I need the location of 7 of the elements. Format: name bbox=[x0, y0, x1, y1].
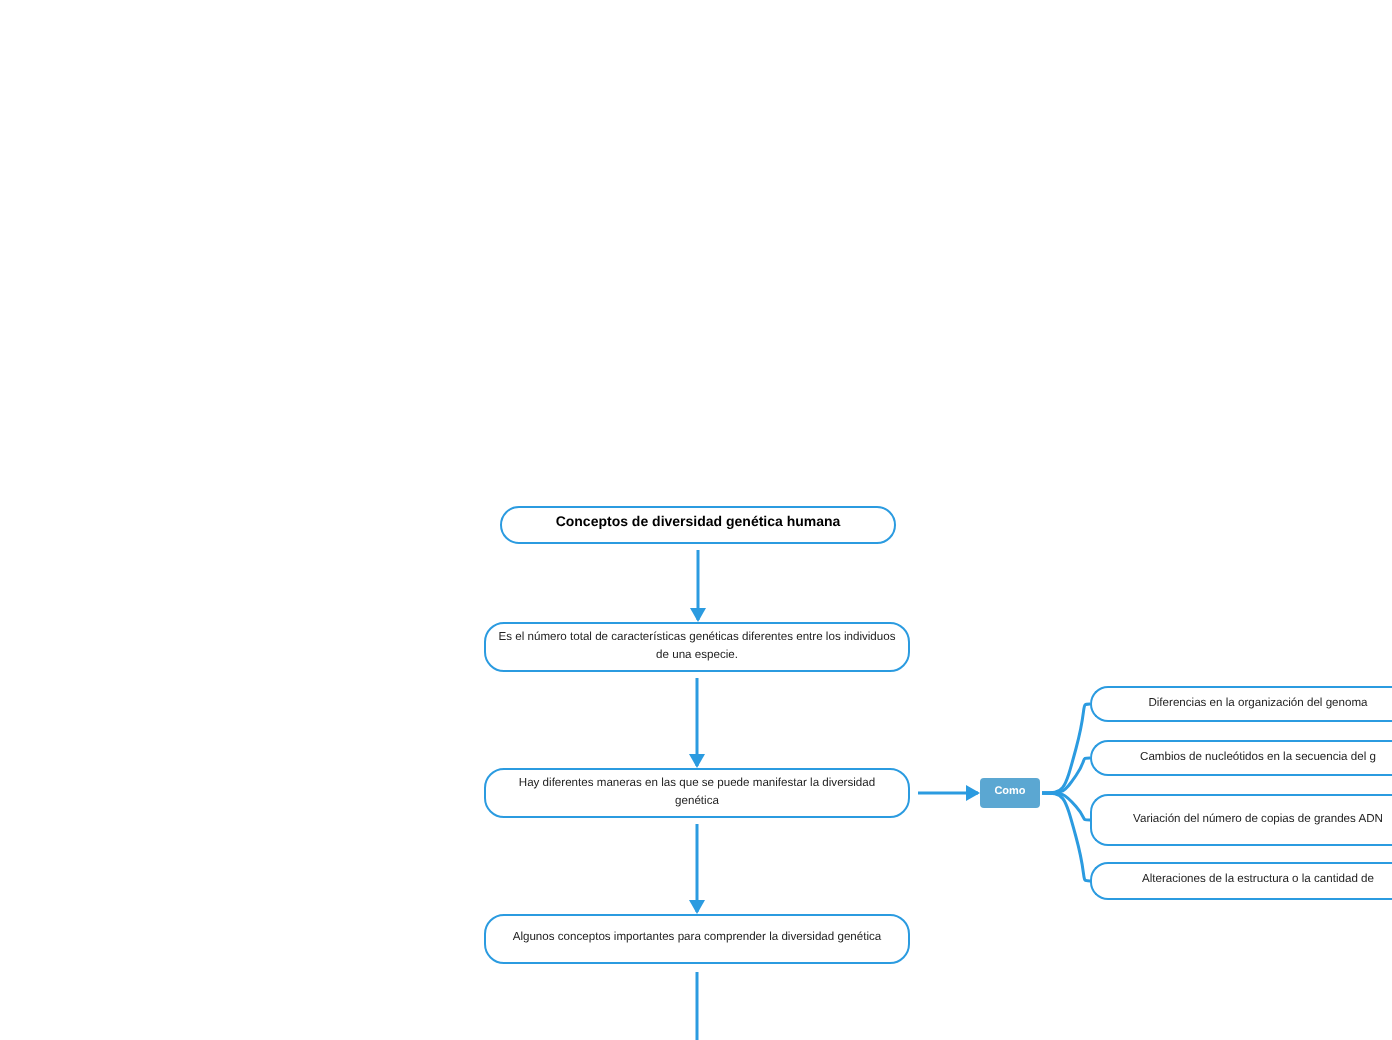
connector-line bbox=[695, 972, 699, 1040]
connector-line bbox=[1042, 791, 1091, 883]
arrow bbox=[918, 785, 980, 801]
arrow bbox=[690, 550, 706, 622]
arrow bbox=[689, 678, 705, 768]
connector-line bbox=[1042, 756, 1091, 795]
arrow bbox=[689, 824, 705, 914]
